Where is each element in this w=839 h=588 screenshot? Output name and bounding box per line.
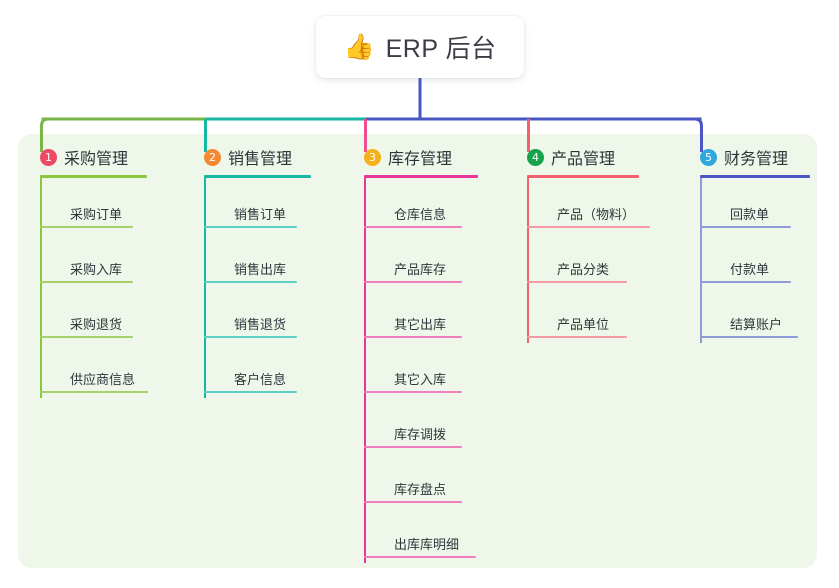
branch-header-1[interactable]: 1 采购管理 — [40, 145, 147, 178]
branch-item-label: 供应商信息 — [70, 372, 136, 387]
branch-item-underline — [204, 226, 297, 228]
branch-header-underline — [527, 175, 639, 178]
branch-header-underline — [364, 175, 478, 178]
branch-item-label: 仓库信息 — [394, 207, 447, 222]
branch-item-label: 销售订单 — [234, 207, 287, 222]
branch-item-underline — [40, 226, 133, 228]
diagram-panel — [18, 134, 817, 568]
branch-item-label: 产品分类 — [557, 262, 610, 277]
branch-header-underline — [204, 175, 311, 178]
branch-item-underline — [40, 281, 133, 283]
branch-item-underline — [700, 226, 791, 228]
branch-item-label: 其它出库 — [394, 317, 447, 332]
branch-item-underline — [364, 281, 462, 283]
branch-title: 财务管理 — [724, 151, 789, 168]
branch-item-underline — [700, 281, 791, 283]
bus-elbow-left — [40, 117, 49, 152]
branch-title: 库存管理 — [388, 151, 453, 168]
branch-column-3: 3 库存管理仓库信息产品库存其它出库其它入库库存调拨库存盘点出库库明细 — [364, 145, 478, 563]
branch-item-label: 付款单 — [730, 262, 770, 277]
root-title: ERP 后台 — [385, 35, 497, 63]
branch-item-label: 出库库明细 — [394, 537, 460, 552]
branch-item-underline — [364, 336, 462, 338]
branch-item-label: 采购入库 — [70, 262, 123, 277]
branch-item-label: 库存调拨 — [394, 427, 447, 442]
branch-header-underline — [40, 175, 147, 178]
branch-item-underline — [527, 226, 650, 228]
branch-item-label: 其它入库 — [394, 372, 447, 387]
branch-header-3[interactable]: 3 库存管理 — [364, 145, 478, 178]
branch-item-label: 采购退货 — [70, 317, 123, 332]
branch-item-underline — [364, 501, 462, 503]
branch-item-label: 销售出库 — [234, 262, 287, 277]
branch-number-badge: 2 — [204, 148, 221, 166]
branch-item-underline — [204, 391, 297, 393]
branch-item-label: 回款单 — [730, 207, 770, 222]
branch-item-label: 结算账户 — [730, 317, 783, 332]
branch-item-label: 库存盘点 — [394, 482, 447, 497]
branch-spine — [700, 178, 702, 343]
branch-item-underline — [364, 446, 462, 448]
branch-item-underline — [700, 336, 798, 338]
branch-item-underline — [364, 391, 462, 393]
branch-number-badge: 4 — [527, 148, 544, 166]
branch-number-badge: 5 — [700, 148, 717, 166]
branch-header-2[interactable]: 2 销售管理 — [204, 145, 311, 178]
branch-item-underline — [204, 281, 297, 283]
branch-header-5[interactable]: 5 财务管理 — [700, 145, 810, 178]
branch-item-underline — [364, 556, 476, 558]
branch-item-label: 产品（物料） — [557, 207, 636, 222]
branch-item-underline — [364, 226, 462, 228]
thumbs-up-icon: 👍 — [343, 32, 375, 61]
branch-item-label: 销售退货 — [234, 317, 287, 332]
branch-item-underline — [40, 391, 148, 393]
branch-item-underline — [204, 336, 297, 338]
branch-item-label: 产品单位 — [557, 317, 610, 332]
branch-column-5: 5 财务管理回款单付款单结算账户 — [700, 145, 810, 343]
branch-item-underline — [527, 281, 627, 283]
branch-number-badge: 1 — [40, 148, 57, 166]
branch-spine — [40, 178, 42, 398]
branch-item-underline — [527, 336, 627, 338]
branch-column-2: 2 销售管理销售订单销售出库销售退货客户信息 — [204, 145, 311, 398]
branch-spine — [527, 178, 529, 343]
branch-item-underline — [40, 336, 133, 338]
branch-title: 销售管理 — [228, 151, 293, 168]
branch-title: 采购管理 — [64, 151, 129, 168]
branch-spine — [364, 178, 366, 563]
root-node[interactable]: 👍 ERP 后台 — [316, 16, 524, 78]
branch-title: 产品管理 — [551, 151, 616, 168]
branch-column-4: 4 产品管理产品（物料） 产品分类产品单位 — [527, 145, 650, 343]
branch-item-label: 客户信息 — [234, 372, 287, 387]
branch-header-underline — [700, 175, 810, 178]
branch-item-label: 采购订单 — [70, 207, 123, 222]
branch-number-badge: 3 — [364, 148, 381, 166]
branch-header-4[interactable]: 4 产品管理 — [527, 145, 639, 178]
branch-item-label: 产品库存 — [394, 262, 447, 277]
bus-elbow-right — [694, 117, 703, 152]
branch-spine — [204, 178, 206, 398]
branch-column-1: 1 采购管理采购订单采购入库采购退货供应商信息 — [40, 145, 148, 398]
